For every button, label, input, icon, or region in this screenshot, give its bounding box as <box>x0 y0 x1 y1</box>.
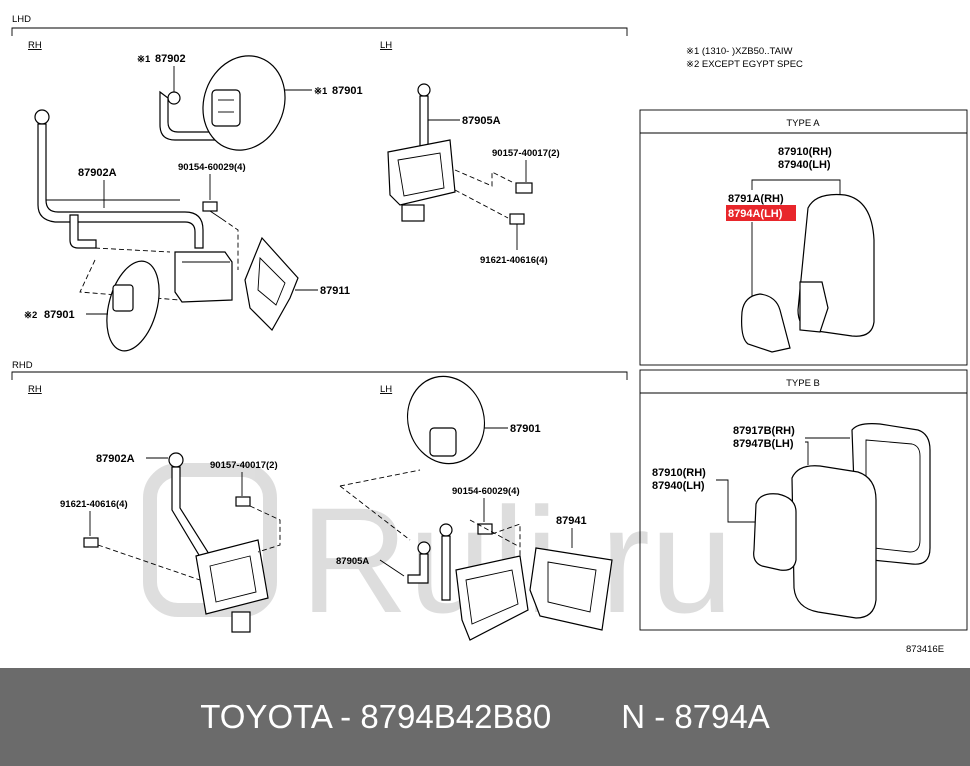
label-87901-lhd-lower: 87901 <box>44 309 75 321</box>
label-87902a-rhd: 87902A <box>96 453 135 465</box>
label-87941: 87941 <box>556 515 587 527</box>
rhd-lh-label: LH <box>380 384 392 395</box>
note-2: ※2 EXCEPT EGYPT SPEC <box>686 59 803 70</box>
type-b-title: TYPE B <box>786 378 820 389</box>
rhd-lh-stay-87905a <box>407 523 529 641</box>
rhd-rh-stay-87902a <box>168 452 269 633</box>
rhd-rh-label: RH <box>28 384 42 395</box>
bolt-90154-lhd <box>202 201 223 220</box>
type-a-title: TYPE A <box>786 118 820 129</box>
footer-bar: TOYOTA - 8794B42B80 N - 8794A <box>0 668 970 766</box>
label-87910-b: 87910(RH) <box>652 467 706 479</box>
lhd-rh-bracket <box>174 251 233 303</box>
label-87905a-lhd: 87905A <box>462 115 501 127</box>
label-90157-lhd: 90157-40017(2) <box>492 148 560 159</box>
label-90154-rhd: 90154-60029(4) <box>452 486 520 497</box>
label-87940-b: 87940(LH) <box>652 480 705 492</box>
bolt-90154-rhd <box>477 523 493 535</box>
label-90157-rhd: 90157-40017(2) <box>210 460 278 471</box>
parts-diagram: Ruli.ru LHD RH LH ※1 (1310- )XZB50..TAIW… <box>11 14 968 655</box>
label-87911: 87911 <box>320 285 350 297</box>
label-87940-a: 87940(LH) <box>778 159 831 171</box>
label-87947b: 87947B(LH) <box>733 438 794 450</box>
mark2-87901: ※2 <box>24 310 37 321</box>
mark1-87901: ※1 <box>314 86 328 97</box>
rhd-lh-round-mirror <box>406 375 486 465</box>
section-lhd-label: LHD <box>12 14 31 25</box>
type-b-mirror <box>753 423 931 619</box>
rhd-lh-plate-87941 <box>529 547 613 631</box>
label-90154-lhd: 90154-60029(4) <box>178 162 246 173</box>
mark1-87902: ※1 <box>137 54 151 65</box>
note-1: ※1 (1310- )XZB50..TAIW <box>686 46 793 57</box>
section-rhd-frame <box>11 371 628 380</box>
type-a-mirror <box>741 193 875 353</box>
type-a-box <box>639 109 968 366</box>
label-87901-rhd: 87901 <box>510 423 541 435</box>
label-91621-lhd: 91621-40616(4) <box>480 255 548 266</box>
label-8794a: 8794A(LH) <box>728 208 783 220</box>
label-91621-rhd: 91621-40616(4) <box>60 499 128 510</box>
lhd-rh-round-mirror-upper <box>202 55 286 151</box>
bolt-91621-lhd <box>509 213 525 225</box>
type-b-box <box>639 369 968 631</box>
lhd-lh-label: LH <box>380 40 392 51</box>
lhd-rh-label: RH <box>28 40 42 51</box>
bolt-90157-rhd <box>235 496 251 507</box>
bolt-91621-rhd <box>83 537 99 548</box>
highlight-8794a <box>726 205 796 221</box>
lhd-rh-mirror-stay-87902a <box>34 109 204 249</box>
label-87901-lhd-upper: 87901 <box>332 85 363 97</box>
label-87902a-lhd: 87902A <box>78 167 117 179</box>
label-87910-a: 87910(RH) <box>778 146 832 158</box>
lhd-rh-round-mirror-lower <box>106 260 160 352</box>
lhd-lh-stay-87905a <box>387 83 456 222</box>
footer-part-number: TOYOTA - 8794B42B80 <box>200 698 552 735</box>
label-87917b: 87917B(RH) <box>733 425 795 437</box>
bolt-90157-lhd <box>515 182 533 194</box>
label-87902: 87902 <box>155 53 186 65</box>
lhd-rh-plate-87911 <box>244 236 299 331</box>
figure-code: 873416E <box>906 644 944 655</box>
section-lhd-frame <box>11 27 628 36</box>
label-87905a-rhd: 87905A <box>336 556 369 567</box>
footer-diagram-ref: N - 8794A <box>621 698 770 735</box>
section-rhd-label: RHD <box>12 360 33 371</box>
label-8791a: 8791A(RH) <box>728 193 784 205</box>
